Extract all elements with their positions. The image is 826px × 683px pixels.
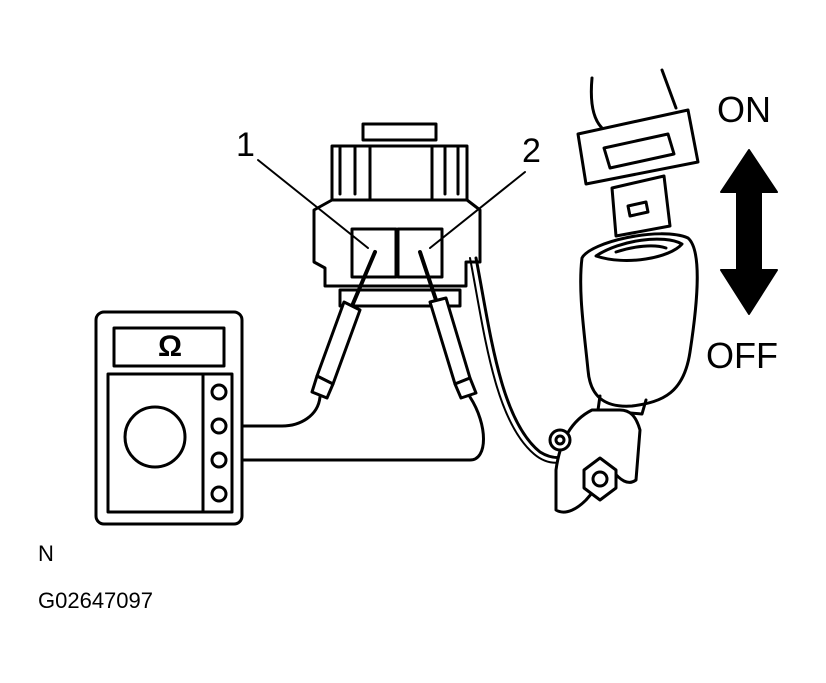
off-label: OFF [706,335,778,376]
jack-4 [210,485,228,503]
connector [312,122,482,308]
figure-id: G02647097 [38,588,153,613]
meter-display [112,326,226,368]
terminal-1-cavity [350,227,398,279]
test-lead-left [232,395,322,428]
terminal-label-1: 1 [236,126,255,164]
selector-dial [123,405,187,469]
seat-belt-buckle [548,232,699,514]
leader-line-2 [429,171,526,249]
ohm-symbol: Ω [158,330,183,363]
terminal-label-2: 2 [522,132,541,170]
leader-line-1 [257,159,369,249]
buckle-harness-wire [474,256,586,460]
test-lead-right [232,395,485,462]
on-label: ON [717,89,771,130]
view-code: N [38,541,54,566]
on-off-arrow [720,149,778,315]
jack-1 [210,383,228,401]
jack-3 [210,451,228,469]
ohmmeter [94,310,244,526]
jack-2 [210,417,228,435]
probe-right [418,250,478,400]
probe-left [310,250,377,400]
seat-belt-tongue [576,68,700,238]
